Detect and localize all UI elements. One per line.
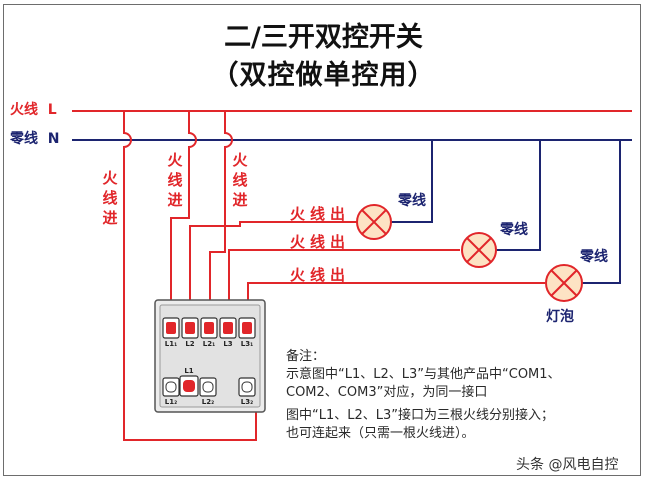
terminal-L2	[181, 317, 199, 339]
switch-bottom-terminals	[162, 375, 256, 397]
terminal-label-top-1: L1₁	[165, 340, 177, 348]
lamp-neutral-label-3: 零线	[580, 249, 608, 265]
notes-heading: 备注：	[286, 349, 326, 364]
switch-top-terminals	[162, 317, 256, 339]
notes-line-4: 也可连起来（只需一根火线进）。	[286, 426, 475, 441]
feed-wire-1	[123, 111, 257, 441]
neutral-bus-label-cn: 零线	[10, 131, 38, 147]
terminal-L2-2	[199, 377, 217, 397]
terminal-label-bottom-2: L2₂	[202, 398, 214, 406]
lamp-neutral-wire-3	[582, 140, 621, 284]
live-bus-label-en: L	[47, 102, 57, 118]
terminal-label-top-4: L3	[223, 340, 232, 348]
terminal-L1-2	[162, 377, 180, 397]
out-label-3: 火线出	[290, 266, 351, 284]
out-label-1: 火线出	[290, 205, 351, 223]
neutral-bus-label: 零线 N	[10, 131, 59, 147]
terminal-label-center: L1	[184, 367, 193, 375]
feed-label-1: 火线进	[102, 169, 118, 227]
lamp-neutral-label-1: 零线	[398, 193, 426, 209]
watermark: 头条 @风电自控	[516, 457, 619, 473]
diagram-title: 二/三开双控开关	[224, 22, 423, 53]
feed-label-2: 火线进	[167, 151, 183, 209]
terminal-L3-1	[238, 317, 256, 339]
live-bus-label: 火线 L	[10, 102, 57, 118]
diagram-subtitle: （双控做单控用）	[211, 60, 436, 91]
out-wire-2	[228, 249, 460, 322]
terminal-L3	[219, 317, 237, 339]
terminal-L1-1	[162, 317, 180, 339]
feed-wire-3	[209, 111, 233, 322]
notes-line-2: COM2、COM3”对应，为同一接口	[286, 385, 488, 400]
neutral-bus-label-en: N	[47, 131, 60, 147]
out-label-2: 火线出	[290, 233, 351, 251]
lamp-1	[356, 204, 392, 240]
lamp-neutral-label-2: 零线	[500, 222, 528, 238]
terminal-label-top-2: L2	[185, 340, 194, 348]
lamp-3	[545, 264, 583, 302]
terminal-label-top-3: L2₁	[203, 340, 215, 348]
terminal-label-bottom-1: L1₂	[165, 398, 177, 406]
feed-wire-2	[170, 111, 197, 322]
terminal-L2-1	[200, 317, 218, 339]
terminal-label-top-5: L3₁	[241, 340, 253, 348]
terminal-label-bottom-3: L3₂	[241, 398, 253, 406]
notes-line-3: 图中“L1、L2、L3”接口为三根火线分别接入；	[286, 408, 555, 423]
terminal-L3-2	[238, 377, 256, 397]
terminal-L1-center	[179, 375, 199, 397]
lamp-2	[461, 232, 497, 268]
notes-line-1: 示意图中“L1、L2、L3”与其他产品中“COM1、	[286, 367, 561, 382]
live-bus-label-cn: 火线	[10, 102, 38, 118]
feed-label-3: 火线进	[232, 151, 248, 209]
out-wire-3	[247, 282, 545, 322]
lamp-neutral-wire-2	[496, 140, 541, 251]
out-wire-1	[189, 221, 358, 322]
lamp-label: 灯泡	[546, 309, 574, 325]
diagram-frame	[3, 4, 641, 476]
lamp-neutral-wire-1	[390, 140, 433, 223]
